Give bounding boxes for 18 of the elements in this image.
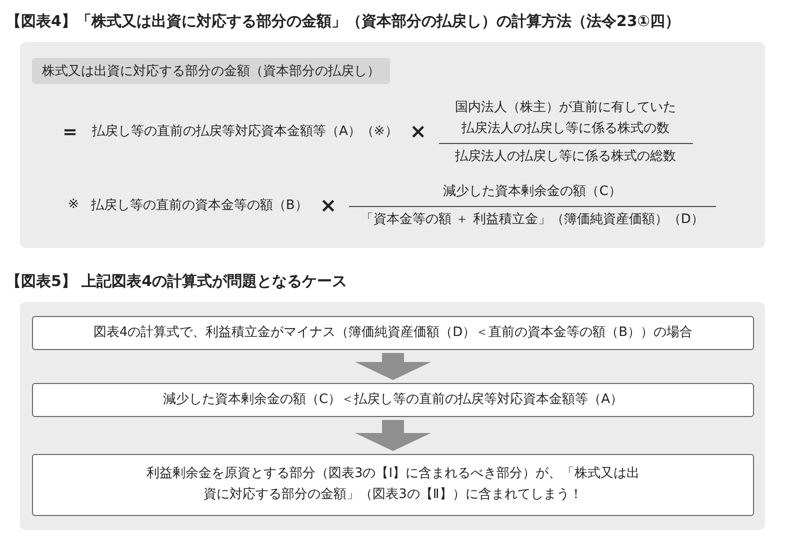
figure-heading: 【図表4】「株式又は出資に対応する部分の金額」（資本部分の払戻し）の計算方法（法令23①四） xyxy=(6,12,680,31)
process-box: 減少した資本剰余金の額（C）＜払戻し等の直前の払戻等対応資本金額等（A） xyxy=(32,383,754,417)
operator-symbol: × xyxy=(320,192,337,217)
operator-symbol: × xyxy=(410,119,427,144)
process-box: 図表4の計算式で、利益積立金がマイナス（簿価純資産価額（D）＜直前の資本金等の額（B））の場合 xyxy=(32,316,754,350)
formula-term: 払戻し等の直前の資本金等の額（B） xyxy=(90,196,308,214)
down-arrow xyxy=(355,353,431,380)
fraction-denominator: 「資本金等の額 ＋ 利益積立金」（簿価純資産価額）（D） xyxy=(360,210,705,228)
fraction-numerator: 国内法人（株主）が直前に有していた払戻法人の払戻し等に係る株式の数 xyxy=(438,98,693,144)
operator-symbol: ＝ xyxy=(60,118,80,145)
process-box: 利益剰余金を原資とする部分（図表3の【Ⅰ】に含まれるべき部分）が、「株式又は出資に対応する部分の金額」（図表3の【Ⅱ】）に含まれてしまう！ xyxy=(32,454,754,516)
formula-header: 株式又は出資に対応する部分の金額（資本部分の払戻し） xyxy=(32,58,390,84)
formula-term: 払戻し等の直前の払戻等対応資本金額等（A）（※） xyxy=(92,123,398,140)
fraction-denominator: 払戻法人の払戻し等に係る株式の総数 xyxy=(454,148,678,165)
down-arrow xyxy=(355,420,431,451)
fraction-numerator: 減少した資本剰余金の額（C） xyxy=(348,182,716,207)
figure-heading: 【図表5】 上記図表4の計算式が問題となるケース xyxy=(6,272,348,291)
formula-term: ※ xyxy=(68,197,79,212)
